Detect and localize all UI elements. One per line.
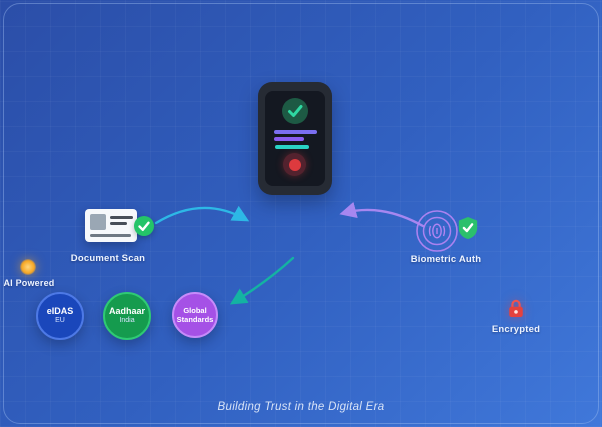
- id-card-icon: [85, 209, 137, 242]
- phone-screen: [265, 91, 325, 186]
- global-standards-line1: Global: [183, 305, 207, 315]
- lock-icon: [509, 299, 523, 318]
- glow-dot-icon: [20, 259, 36, 275]
- eidas-circle: eIDAS EU: [36, 292, 84, 340]
- verified-check-circle-icon: [282, 98, 308, 124]
- verified-check-circle-icon: [134, 216, 154, 236]
- shield-check-icon: [458, 217, 478, 239]
- ai-powered-label: AI Powered: [3, 278, 55, 288]
- biometric-auth-label: Biometric Auth: [410, 254, 482, 265]
- arrow-document-to-phone: [154, 205, 250, 225]
- screen-text-bar: [274, 130, 317, 134]
- screen-text-bar: [274, 137, 304, 141]
- arrow-biometric-to-phone: [339, 201, 425, 228]
- global-standards-circle: Global Standards: [172, 292, 218, 338]
- eidas-region: EU: [55, 317, 65, 325]
- caption: Building Trust in the Digital Era: [217, 401, 385, 413]
- aadhaar-name: Aadhaar: [108, 306, 145, 316]
- arrow-phone-to-standards: [229, 256, 295, 305]
- phone-icon: [258, 82, 332, 195]
- id-card-photo: [90, 214, 106, 230]
- eidas-name: eIDAS: [46, 306, 74, 316]
- encrypted-label: Encrypted: [491, 324, 541, 335]
- screen-text-bar: [275, 145, 309, 149]
- aadhaar-circle: Aadhaar India: [103, 292, 151, 340]
- record-dot-icon: [283, 153, 306, 176]
- document-scan-label: Document Scan: [70, 253, 146, 264]
- global-standards-line2: Standards: [176, 315, 214, 324]
- aadhaar-region: India: [119, 317, 135, 325]
- fingerprint-icon: [416, 210, 458, 252]
